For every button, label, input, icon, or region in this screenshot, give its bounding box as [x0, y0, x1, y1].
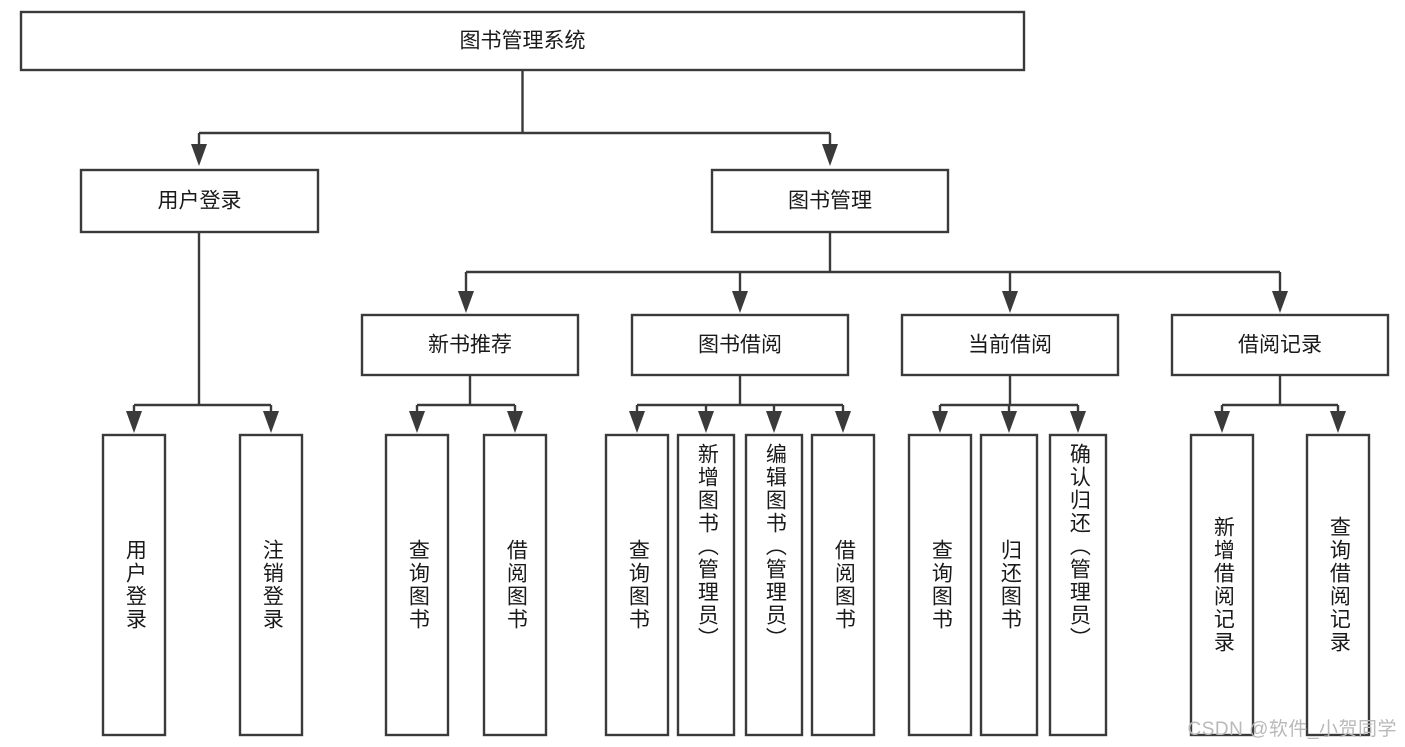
- arrow-head-borrow-record: [1272, 291, 1288, 313]
- node-book-management-label: 图书管理: [788, 190, 872, 213]
- arrow-head-leaf-add-record: [1214, 411, 1230, 433]
- node-new-book-recommend[interactable]: 新书推荐: [360, 313, 580, 377]
- connector-user-login-to-leaves: [126, 232, 279, 433]
- node-root[interactable]: 图书管理系统: [19, 10, 1026, 72]
- node-leaf-confirm-return-box[interactable]: [1048, 433, 1108, 737]
- node-leaf-query-record-box[interactable]: [1305, 433, 1371, 737]
- arrow-head-current-borrow: [1002, 291, 1018, 313]
- node-leaf-query-book-1-box[interactable]: [384, 433, 450, 737]
- leaf-boxes: [101, 433, 1371, 737]
- node-new-book-recommend-box[interactable]: [360, 313, 580, 377]
- node-current-borrow-box[interactable]: [900, 313, 1120, 377]
- arrow-head-leaf-query-book-3: [932, 411, 948, 433]
- connector-borrow-record-to-leaves: [1214, 375, 1346, 433]
- node-leaf-borrow-book-1-box[interactable]: [482, 433, 548, 737]
- node-book-borrow-label: 图书借阅: [698, 334, 782, 357]
- node-leaf-edit-book-box[interactable]: [744, 433, 804, 737]
- arrow-head-leaf-return-book: [1001, 411, 1017, 433]
- node-leaf-logout-box[interactable]: [238, 433, 304, 737]
- connector-book-borrow-to-leaves: [629, 375, 851, 433]
- csdn-watermark: CSDN @软件_小贺同学: [1187, 719, 1397, 740]
- connector-book-management-to-level3: [458, 232, 1288, 313]
- connector-new-book-recommend-to-leaves: [409, 375, 523, 433]
- node-book-borrow-box[interactable]: [630, 313, 850, 377]
- node-root-label: 图书管理系统: [460, 30, 586, 53]
- arrow-head-leaf-logout: [263, 411, 279, 433]
- arrow-head-leaf-query-book-2: [629, 411, 645, 433]
- node-user-login-label: 用户登录: [158, 190, 242, 213]
- node-book-management[interactable]: 图书管理: [710, 168, 950, 234]
- node-leaf-query-book-3-box[interactable]: [907, 433, 973, 737]
- node-borrow-record-label: 借阅记录: [1238, 334, 1322, 357]
- node-borrow-record-box[interactable]: [1170, 313, 1390, 377]
- node-leaf-user-login-box[interactable]: [101, 433, 167, 737]
- node-root-box[interactable]: [19, 10, 1026, 72]
- arrow-head-book-management: [822, 144, 838, 166]
- node-user-login-box[interactable]: [79, 168, 320, 234]
- arrow-head-leaf-borrow-book-2: [835, 411, 851, 433]
- node-current-borrow-label: 当前借阅: [968, 334, 1052, 357]
- connector-current-borrow-to-leaves: [932, 375, 1086, 433]
- node-leaf-borrow-book-2-box[interactable]: [810, 433, 876, 737]
- arrow-head-leaf-query-book-1: [409, 411, 425, 433]
- arrow-head-leaf-add-book: [698, 411, 714, 433]
- arrow-head-user-login: [191, 144, 207, 166]
- node-new-book-recommend-label: 新书推荐: [428, 334, 512, 357]
- arrow-head-book-borrow: [732, 291, 748, 313]
- node-borrow-record[interactable]: 借阅记录: [1170, 313, 1390, 377]
- node-leaf-add-book-box[interactable]: [676, 433, 736, 737]
- arrow-head-new-book-recommend: [458, 291, 474, 313]
- arrow-head-leaf-edit-book: [766, 411, 782, 433]
- node-book-borrow[interactable]: 图书借阅: [630, 313, 850, 377]
- arrow-head-leaf-user-login: [126, 411, 142, 433]
- arrow-head-leaf-borrow-book-1: [507, 411, 523, 433]
- node-leaf-query-book-2-box[interactable]: [604, 433, 670, 737]
- node-current-borrow[interactable]: 当前借阅: [900, 313, 1120, 377]
- node-user-login[interactable]: 用户登录: [79, 168, 320, 234]
- arrow-head-leaf-confirm-return: [1070, 411, 1086, 433]
- arrow-head-leaf-query-record: [1330, 411, 1346, 433]
- connector-root-to-level2: [191, 70, 838, 166]
- node-book-management-box[interactable]: [710, 168, 950, 234]
- node-leaf-return-book-box[interactable]: [979, 433, 1039, 737]
- node-leaf-add-record-box[interactable]: [1189, 433, 1255, 737]
